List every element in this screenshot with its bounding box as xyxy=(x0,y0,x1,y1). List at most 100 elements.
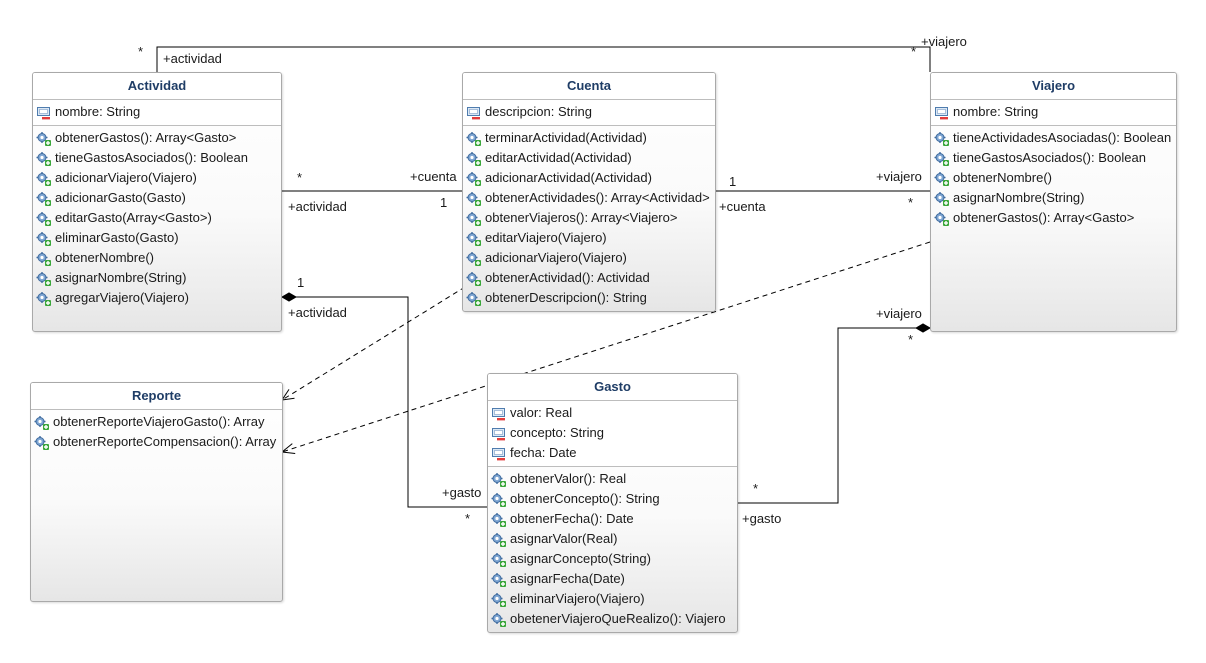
attributes-compartment: nombre: String xyxy=(931,100,1176,126)
attribute-item[interactable]: descripcion: String xyxy=(463,102,715,122)
operation-item[interactable]: obtenerReporteCompensacion(): Array xyxy=(31,432,282,452)
operation-icon xyxy=(934,191,949,206)
operation-icon xyxy=(491,572,506,587)
operation-item[interactable]: editarViajero(Viajero) xyxy=(463,228,715,248)
operation-icon xyxy=(491,472,506,487)
operation-icon xyxy=(36,151,51,166)
attribute-item[interactable]: nombre: String xyxy=(33,102,281,122)
operation-item[interactable]: asignarFecha(Date) xyxy=(488,569,737,589)
operation-item[interactable]: obtenerFecha(): Date xyxy=(488,509,737,529)
role-ac-cuenta: +cuenta xyxy=(410,169,457,184)
operation-icon xyxy=(466,291,481,306)
multiplicity-ag-actividad: 1 xyxy=(297,275,305,290)
operations-compartment: obtenerGastos(): Array<Gasto> tieneGastos… xyxy=(33,126,281,311)
operation-icon xyxy=(491,552,506,567)
operation-item[interactable]: eliminarViajero(Viajero) xyxy=(488,589,737,609)
attribute-item[interactable]: concepto: String xyxy=(488,423,737,443)
multiplicity-ac-cuenta: 1 xyxy=(440,195,448,210)
operation-label: eliminarViajero(Viajero) xyxy=(510,591,645,606)
operation-label: tieneActividadesAsociadas(): Boolean xyxy=(953,130,1172,145)
operation-item[interactable]: agregarViajero(Viajero) xyxy=(33,288,281,308)
attribute-icon xyxy=(466,105,481,120)
operation-item[interactable]: obtenerDescripcion(): String xyxy=(463,288,715,308)
operation-icon xyxy=(491,592,506,607)
operation-item[interactable]: obetenerViajeroQueRealizo(): Viajero xyxy=(488,609,737,629)
operation-icon xyxy=(491,532,506,547)
operation-item[interactable]: adicionarGasto(Gasto) xyxy=(33,188,281,208)
multiplicity-top-left: * xyxy=(138,44,144,59)
operation-icon xyxy=(36,271,51,286)
operation-item[interactable]: adicionarActividad(Actividad) xyxy=(463,168,715,188)
dependency-viajero-reporte[interactable] xyxy=(281,241,931,453)
role-top-actividad: +actividad xyxy=(163,51,222,66)
operation-item[interactable]: obtenerReporteViajeroGasto(): Array xyxy=(31,412,282,432)
operations-compartment: terminarActividad(Actividad)editarActivi… xyxy=(463,126,715,311)
attributes-compartment: nombre: String xyxy=(33,100,281,126)
multiplicity-vg-viajero: * xyxy=(908,332,914,347)
attribute-item[interactable]: valor: Real xyxy=(488,403,737,423)
operation-item[interactable]: terminarActividad(Actividad) xyxy=(463,128,715,148)
operation-item[interactable]: editarActividad(Actividad) xyxy=(463,148,715,168)
operation-item[interactable]: eliminarGasto(Gasto) xyxy=(33,228,281,248)
composition-viajero-gasto[interactable] xyxy=(738,327,916,504)
operation-label: eliminarGasto(Gasto) xyxy=(55,230,179,245)
operation-label: obtenerActividad(): Actividad xyxy=(485,270,650,285)
operation-item[interactable]: obtenerNombre() xyxy=(931,168,1176,188)
class-reporte[interactable]: Reporte obtenerReporteViajeroGasto(): Ar… xyxy=(30,382,283,602)
attribute-label: descripcion: String xyxy=(485,104,592,119)
operation-icon xyxy=(36,191,51,206)
class-actividad[interactable]: Actividad nombre: String obtenerGastos()… xyxy=(32,72,282,332)
arrowhead-cuenta-reporte xyxy=(280,389,295,401)
operation-item[interactable]: tieneGastosAsociados(): Boolean xyxy=(931,148,1176,168)
operation-label: editarGasto(Array<Gasto>) xyxy=(55,210,212,225)
role-top-viajero: +viajero xyxy=(921,34,967,49)
operation-item[interactable]: obtenerGastos(): Array<Gasto> xyxy=(931,208,1176,228)
class-cuenta[interactable]: Cuenta descripcion: String terminarActiv… xyxy=(462,72,716,312)
operation-label: obetenerViajeroQueRealizo(): Viajero xyxy=(510,611,726,626)
operation-label: adicionarViajero(Viajero) xyxy=(485,250,627,265)
operation-icon xyxy=(491,612,506,627)
composition-actividad-gasto[interactable] xyxy=(296,296,487,508)
operation-item[interactable]: obtenerConcepto(): String xyxy=(488,489,737,509)
operation-item[interactable]: obtenerActividad(): Actividad xyxy=(463,268,715,288)
operation-label: asignarValor(Real) xyxy=(510,531,618,546)
operation-label: obtenerGastos(): Array<Gasto> xyxy=(55,130,237,145)
operation-label: agregarViajero(Viajero) xyxy=(55,290,189,305)
operation-label: adicionarActividad(Actividad) xyxy=(485,170,652,185)
operation-icon xyxy=(466,171,481,186)
operation-item[interactable]: adicionarViajero(Viajero) xyxy=(33,168,281,188)
class-title: Viajero xyxy=(931,73,1176,100)
operation-label: obtenerActividades(): Array<Actividad> xyxy=(485,190,710,205)
operation-label: obtenerReporteViajeroGasto(): Array xyxy=(53,414,265,429)
operation-item[interactable]: asignarConcepto(String) xyxy=(488,549,737,569)
operation-item[interactable]: obtenerActividades(): Array<Actividad> xyxy=(463,188,715,208)
operation-icon xyxy=(36,211,51,226)
operation-item[interactable]: asignarNombre(String) xyxy=(931,188,1176,208)
attribute-item[interactable]: fecha: Date xyxy=(488,443,737,463)
operation-icon xyxy=(466,251,481,266)
operation-icon xyxy=(36,171,51,186)
class-viajero[interactable]: Viajero nombre: String tieneActividadesA… xyxy=(930,72,1177,332)
composition-diamond-viajero xyxy=(914,323,932,333)
class-title: Cuenta xyxy=(463,73,715,100)
operation-item[interactable]: obtenerValor(): Real xyxy=(488,469,737,489)
association-actividad-viajero[interactable] xyxy=(156,46,931,72)
dependency-cuenta-reporte[interactable] xyxy=(281,286,466,401)
attribute-icon xyxy=(491,426,506,441)
operation-icon xyxy=(934,131,949,146)
operation-item[interactable]: obtenerViajeros(): Array<Viajero> xyxy=(463,208,715,228)
operation-item[interactable]: adicionarViajero(Viajero) xyxy=(463,248,715,268)
operation-item[interactable]: asignarValor(Real) xyxy=(488,529,737,549)
operation-item[interactable]: obtenerGastos(): Array<Gasto> xyxy=(33,128,281,148)
operation-item[interactable]: editarGasto(Array<Gasto>) xyxy=(33,208,281,228)
attribute-item[interactable]: nombre: String xyxy=(931,102,1176,122)
operation-item[interactable]: tieneGastosAsociados(): Boolean xyxy=(33,148,281,168)
operation-item[interactable]: tieneActividadesAsociadas(): Boolean xyxy=(931,128,1176,148)
role-ac-actividad: +actividad xyxy=(288,199,347,214)
operation-item[interactable]: asignarNombre(String) xyxy=(33,268,281,288)
operation-label: obtenerFecha(): Date xyxy=(510,511,634,526)
operation-item[interactable]: obtenerNombre() xyxy=(33,248,281,268)
operation-icon xyxy=(491,512,506,527)
